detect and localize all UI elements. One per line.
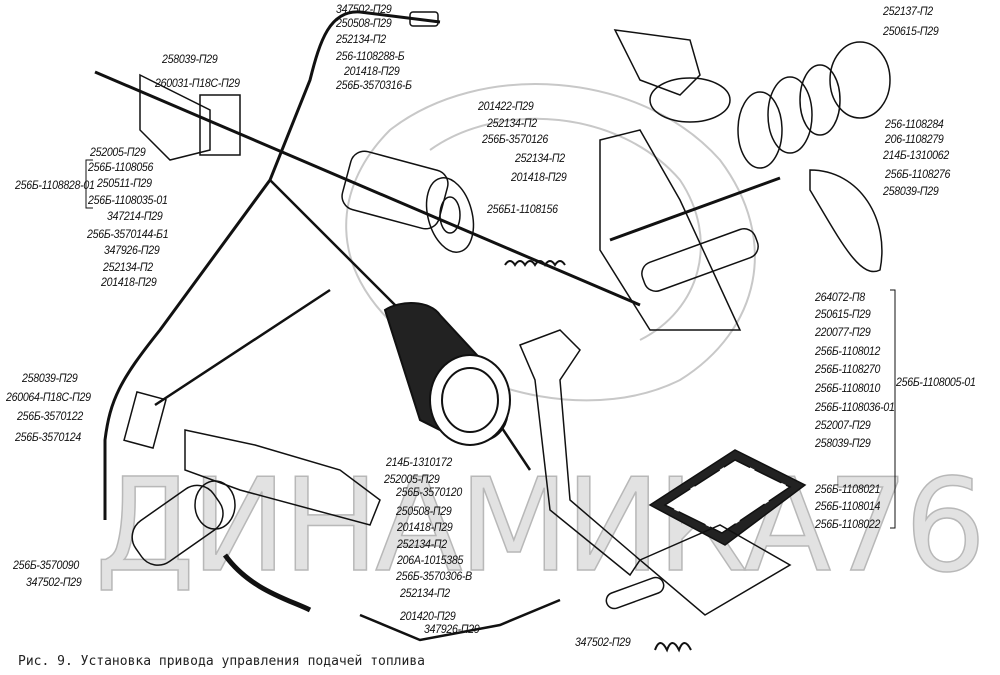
fuel-tube [103,10,441,520]
part-number-label: 347502-П29 [336,4,392,16]
part-number-label: 252134-П2 [397,539,447,551]
part-number-label: 260031-П18С-П29 [155,78,240,90]
part-number-label: 256Б-3570122 [17,411,83,423]
part-number-label: 206А-1015385 [397,555,464,567]
part-number-label: 256Б-1108035-01 [88,195,168,207]
part-number-label: 256Б-1108005-01 [896,377,976,389]
part-number-label: 258039-П29 [22,373,78,385]
part-number-label: 256Б-3570090 [13,560,79,572]
part-number-label: 201420-П29 [400,611,456,623]
lower-rod [359,598,561,642]
part-number-label: 252134-П2 [336,34,386,46]
fitting-top [409,11,439,27]
part-number-label: 250615-П29 [815,309,871,321]
part-number-label: 347926-П29 [104,245,160,257]
pivot-bracket [599,129,742,331]
part-number-label: 252134-П2 [515,153,565,165]
part-number-label: 347214-П29 [107,211,163,223]
part-number-label: 347926-П29 [424,624,480,636]
part-number-label: 252137-П2 [883,6,933,18]
link-rod [154,288,331,407]
part-number-label: 214Б-1310062 [883,150,949,162]
part-number-label: 256Б-1108012 [815,346,881,358]
lever-bracket [139,73,211,161]
part-number-label: 252005-П29 [384,474,440,486]
rubber-boot [383,302,511,446]
clamp-block [123,391,167,449]
part-number-label: 256Б-1108828-01 [15,180,95,192]
pedal-pin [605,576,665,610]
hose [222,553,312,613]
part-number-label: 347502-П29 [26,577,82,589]
part-number-label: 201418-П29 [344,66,400,78]
return-spring [504,260,566,267]
cam-discs [737,41,891,273]
part-number-label: 256Б-3570144-Б1 [87,229,169,241]
pedal-pad [638,449,807,616]
figure-caption: Рис. 9. Установка привода управления под… [18,654,425,669]
part-number-label: 201418-П29 [397,522,453,534]
part-number-label: 256-1108288-Б [336,51,405,63]
part-number-label: 258039-П29 [162,54,218,66]
part-number-label: 256Б-1108014 [815,501,881,513]
part-number-label: 256Б-3570306-В [396,571,472,583]
part-number-label: 256Б-1108036-01 [815,402,895,414]
part-number-label: 206-1108279 [885,134,944,146]
lever-plate [199,94,241,156]
part-number-label: 258039-П29 [815,438,871,450]
pivot-shaft [641,228,759,292]
part-number-label: 252134-П2 [400,588,450,600]
part-number-label: 256Б1-1108156 [487,204,558,216]
part-number-label: 256Б-1108056 [88,162,154,174]
part-number-label: 256Б-3570126 [482,134,548,146]
part-number-label: 256Б-1108010 [815,383,881,395]
part-number-label: 250508-П29 [336,18,392,30]
part-number-label: 252134-П2 [103,262,153,274]
part-number-label: 250508-П29 [396,506,452,518]
part-number-label: 250511-П29 [97,178,152,190]
part-number-label: 256Б-1108022 [815,519,881,531]
group-bracket-left [85,159,93,209]
part-number-label: 256Б-3570124 [15,432,81,444]
part-number-label: 264072-П8 [815,292,865,304]
pedal-spring [654,642,692,653]
part-number-label: 256Б-1108276 [885,169,951,181]
part-number-label: 256Б-3570316-Б [336,80,412,92]
part-number-label: 258039-П29 [883,186,939,198]
group-bracket-right [890,289,896,529]
part-number-label: 256Б-3570120 [396,487,462,499]
part-number-label: 252007-П29 [815,420,871,432]
watermark-logo [345,83,756,402]
pedal-arm [519,329,641,577]
part-number-label: 252005-П29 [90,147,146,159]
part-number-label: 256Б-1108270 [815,364,881,376]
part-number-label: 256-1108284 [885,119,944,131]
part-number-label: 220077-П29 [815,327,871,339]
foot-lever [184,429,381,526]
part-number-label: 252134-П2 [487,118,537,130]
pull-rod [609,176,781,242]
part-number-label: 260064-П18С-П29 [6,392,91,404]
throttle-rod [94,70,641,307]
part-number-label: 347502-П29 [575,637,631,649]
part-number-label: 201422-П29 [478,101,534,113]
part-number-label: 250615-П29 [883,26,939,38]
upper-bracket [613,29,701,96]
part-number-label: 214Б-1310172 [386,457,452,469]
part-number-label: 201418-П29 [101,277,157,289]
part-number-label: 256Б-1108021 [815,484,881,496]
part-number-label: 201418-П29 [511,172,567,184]
master-cylinder [341,150,475,253]
bracket-disc [649,77,731,123]
slave-cylinder [131,480,236,566]
